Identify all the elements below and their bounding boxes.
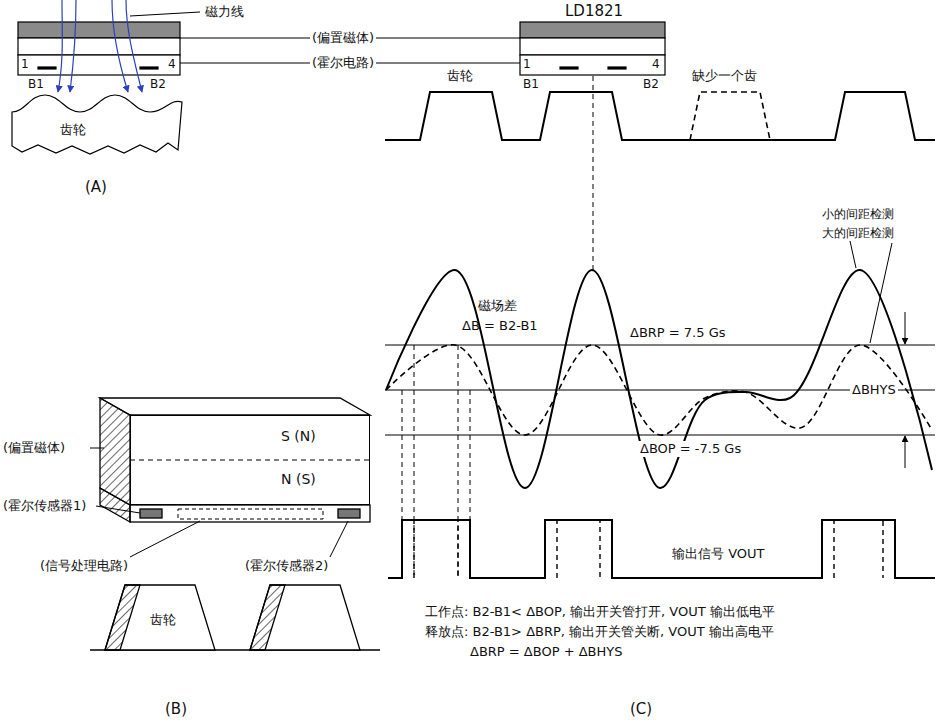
- gear-b: [105, 585, 215, 650]
- sensor-a: [140, 67, 158, 69]
- formula-label: ΔB = B2-B1: [462, 318, 538, 334]
- output-signal: [388, 520, 935, 578]
- sensor-name: B1: [523, 77, 539, 92]
- magnet-block: [100, 488, 130, 522]
- hysteresis-arrow: [905, 312, 906, 468]
- note-label: 缺少一个齿: [692, 68, 757, 84]
- leader-line: [850, 241, 856, 268]
- panel-label: (A): [85, 178, 107, 197]
- field-line: [112, 0, 128, 92]
- note-text: 工作点: B2-B1< ΔBOP, 输出开关管打开, VOUT 输出低电平: [425, 604, 775, 620]
- part-label: (信号处理电路): [40, 558, 128, 574]
- curve-label: 大的间距检测: [822, 226, 894, 241]
- field-line: [58, 0, 142, 92]
- output-signal: [414, 520, 883, 578]
- part-label: 齿轮: [150, 612, 176, 628]
- leader-line: [90, 448, 348, 557]
- sensor-ld1821: [520, 55, 665, 75]
- gear-b: [90, 585, 380, 650]
- leader-line: [90, 448, 104, 449]
- output-signal: [388, 520, 935, 578]
- curve-label: 小的间距检测: [822, 207, 894, 222]
- leader-line: [96, 506, 140, 513]
- field-line: [70, 0, 76, 92]
- callout-label: 磁力线: [205, 4, 244, 20]
- part-label: (偏置磁体): [310, 30, 376, 46]
- magnet-block: [338, 509, 360, 518]
- panel-label: (C): [630, 700, 652, 719]
- leader-line: [850, 241, 892, 343]
- magnet-block: [178, 509, 323, 519]
- signal-name: 输出信号 VOUT: [672, 546, 765, 562]
- gear-trace: [385, 92, 935, 140]
- sensor-ld1821: [520, 22, 665, 38]
- part-label: (霍尔传感器2): [245, 558, 328, 574]
- projection-line: [402, 345, 470, 578]
- part-number: LD1821: [565, 2, 623, 21]
- part-label: 齿轮: [447, 68, 473, 84]
- sensor-ld1821: [560, 67, 578, 69]
- projection-line: [414, 345, 415, 578]
- sensor-a: [38, 67, 56, 69]
- part-label: (偏置磁体): [3, 440, 65, 456]
- threshold-label: ΔBHYS: [850, 382, 898, 398]
- magnet-block: [130, 460, 370, 461]
- magnet-block: [140, 509, 162, 518]
- pole-label: S (N): [281, 428, 316, 446]
- part-label: (霍尔传感器1): [3, 498, 86, 514]
- axis-label: 磁场差: [478, 298, 517, 314]
- magnet-front-face: S (N) N (S): [130, 415, 370, 505]
- pin-number: 1: [21, 57, 29, 72]
- sensor-ld1821: [608, 67, 626, 69]
- sensor-a: [18, 22, 180, 38]
- threshold-label: ΔBRP = 7.5 Gs: [628, 325, 728, 341]
- formula-label: ΔBRP = ΔBOP + ΔBHYS: [470, 644, 622, 660]
- hysteresis-arrow: [905, 436, 906, 468]
- gear-a: [12, 95, 182, 154]
- gear-b: [250, 585, 360, 650]
- sensor-a: [18, 38, 180, 55]
- sensor-a: [18, 55, 180, 75]
- hysteresis-arrow: [905, 312, 906, 344]
- part-label: 齿轮: [60, 122, 86, 138]
- gear-trace: [690, 92, 770, 140]
- leader-line: [130, 12, 200, 16]
- gear-b: [250, 585, 285, 650]
- gear-trace: [385, 92, 935, 140]
- leader-line: [330, 521, 348, 557]
- pole-label: N (S): [281, 471, 316, 489]
- field-difference-wave: [386, 270, 932, 488]
- small-gap-wave: [386, 270, 932, 488]
- pin-number: 4: [652, 57, 660, 72]
- leader-line: [870, 243, 892, 343]
- sensor-ld1821: [520, 38, 665, 55]
- sensor-ld1821: [520, 22, 665, 75]
- pin-number: 4: [168, 57, 176, 72]
- magnet-block: [100, 398, 370, 415]
- magnet-block: [130, 505, 370, 522]
- large-gap-wave: [386, 345, 932, 435]
- field-line: [58, 0, 62, 92]
- sensor-name: B1: [28, 77, 44, 92]
- magnet-block: [100, 398, 130, 505]
- threshold-line: [385, 345, 935, 346]
- field-line: [126, 0, 142, 92]
- sensor-a: [18, 22, 180, 75]
- projection-line: [458, 345, 459, 578]
- pin-number: 1: [523, 57, 531, 72]
- sensor-name: B2: [150, 77, 166, 92]
- gear-b: [105, 585, 140, 650]
- leader-line: [130, 521, 200, 557]
- alignment-line: [593, 76, 594, 272]
- threshold-line: [385, 345, 935, 435]
- panel-label: (B): [165, 700, 187, 719]
- magnet-block: [100, 398, 370, 522]
- gear-a: [12, 95, 182, 154]
- note-text: 释放点: B2-B1> ΔBRP, 输出开关管关断, VOUT 输出高电平: [425, 624, 774, 640]
- sensor-name: B2: [643, 77, 659, 92]
- threshold-label: ΔBOP = -7.5 Gs: [638, 441, 743, 457]
- part-label: (霍尔电路): [310, 55, 376, 71]
